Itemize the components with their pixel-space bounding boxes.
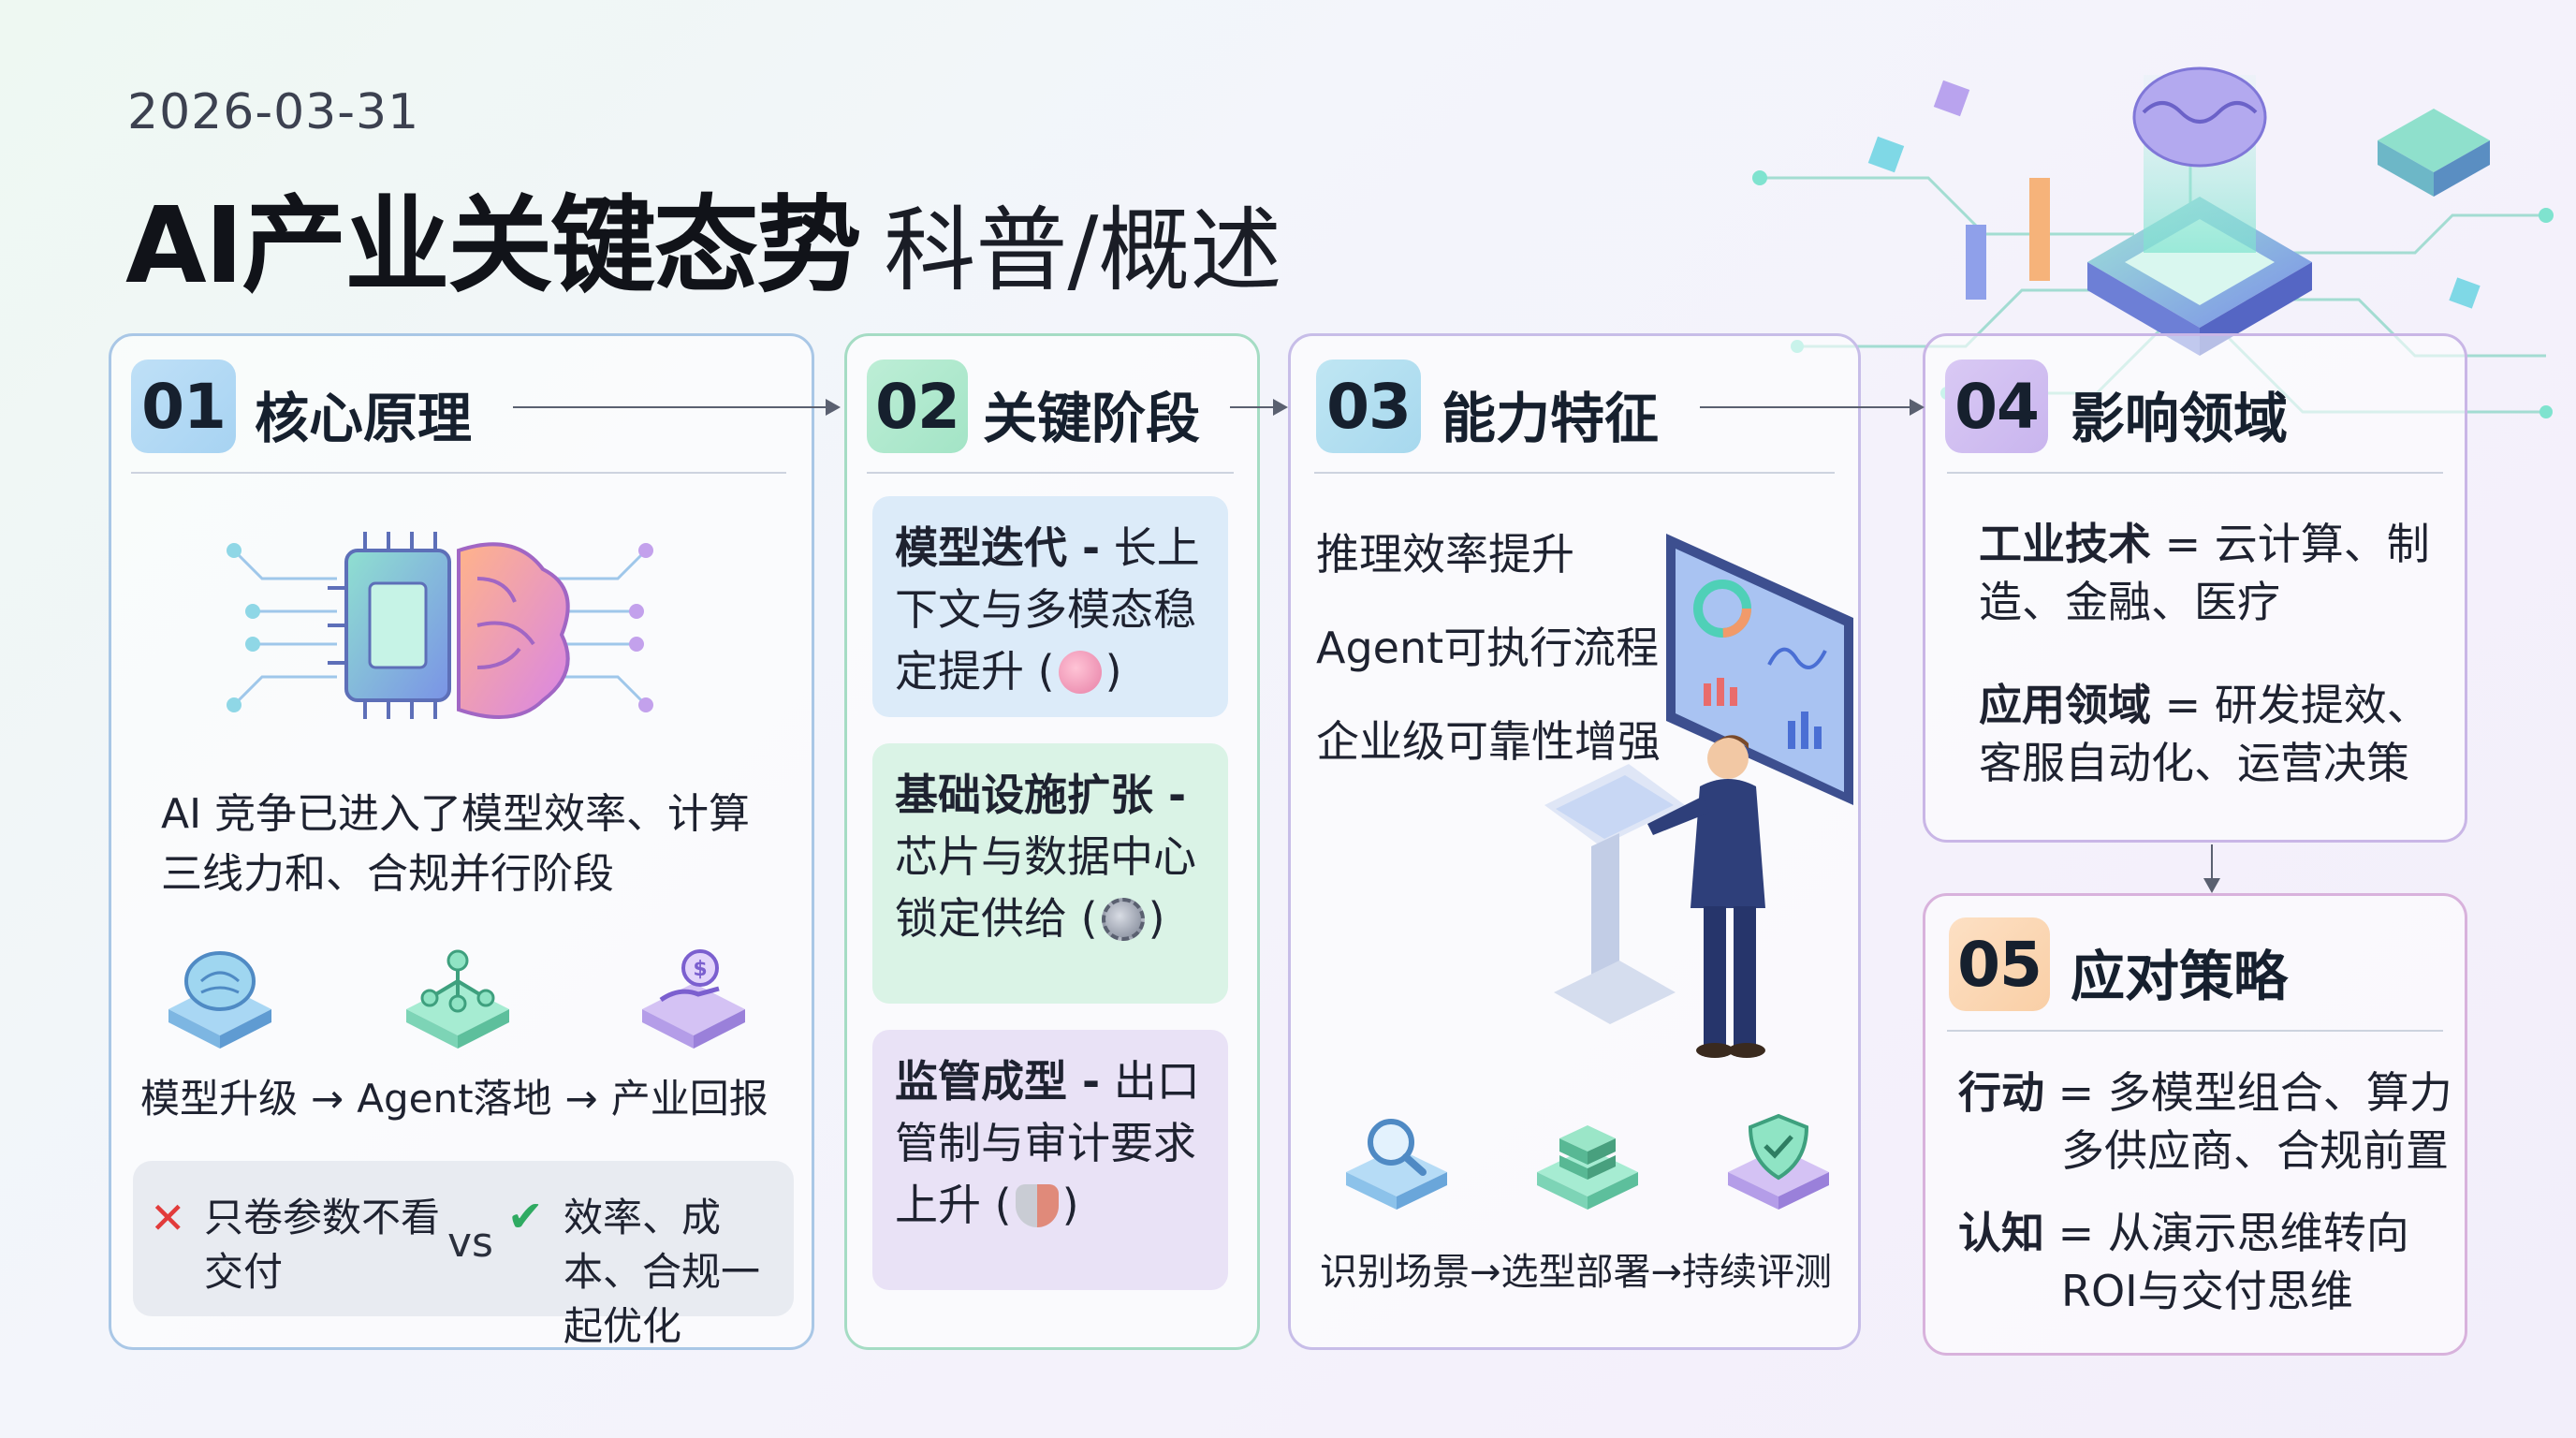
- divider: [131, 472, 786, 474]
- impact-line-industry: 工业技术 = 云计算、制造、金融、医疗: [1979, 515, 2456, 631]
- magnifier-icon: [1346, 1119, 1447, 1210]
- flow-step-model-upgrade: 模型升级: [140, 1076, 299, 1122]
- divider: [1947, 1030, 2443, 1032]
- connector-arrow: [1230, 406, 1277, 408]
- page-title: AI产业关键态势科普/概述: [125, 161, 1281, 313]
- date-label: 2026-03-31: [127, 84, 420, 140]
- shield-icon: [1015, 1184, 1059, 1227]
- capability-item: 企业级可靠性增强: [1316, 716, 1661, 767]
- gear-icon: [1101, 898, 1145, 941]
- equals-sign: =: [2044, 1067, 2108, 1118]
- paren: ): [1148, 893, 1165, 944]
- equals-sign: =: [2044, 1208, 2108, 1258]
- impact-label: 工业技术: [1979, 519, 2151, 569]
- paren: ): [1061, 1180, 1079, 1230]
- flow-step-return: 产业回报: [610, 1076, 768, 1122]
- divider: [867, 472, 1234, 474]
- core-flow: 模型升级 → Agent落地 → 产业回报: [140, 1067, 768, 1124]
- arrow-head-icon: [1273, 399, 1288, 416]
- chip-brain-icon: [227, 532, 653, 719]
- shield-check-icon: [1728, 1113, 1829, 1210]
- arrow-head-icon: [826, 399, 841, 416]
- capability-item: 推理效率提升: [1316, 529, 1574, 580]
- strategy-value-cont: ROI与交付思维: [2061, 1266, 2353, 1316]
- flow-arrow: →: [564, 1076, 598, 1122]
- section-number-03: 03: [1316, 360, 1421, 453]
- section-title-03: 能力特征: [1442, 387, 1660, 450]
- section-title-04: 影响领域: [2071, 387, 2289, 450]
- title-main: AI产业关键态势: [125, 185, 861, 307]
- strategy-line-action: 行动 = 多模型组合、算力: [1958, 1064, 2452, 1122]
- paren: ): [1105, 646, 1122, 697]
- capability-item: Agent可执行流程: [1316, 623, 1660, 673]
- paren: (: [994, 1180, 1012, 1230]
- section-number-01: 01: [131, 360, 236, 453]
- section-number-04: 04: [1945, 360, 2048, 453]
- connector-arrow: [1700, 406, 1913, 408]
- divider: [1314, 472, 1835, 474]
- cross-icon: ✕: [150, 1193, 186, 1243]
- equals-sign: =: [2151, 680, 2215, 730]
- stage-card-regulation: 监管成型 - 出口管制与审计要求上升 (): [872, 1030, 1228, 1290]
- dashboard-icon: [1666, 534, 1853, 805]
- brain-icon: [168, 951, 271, 1049]
- brain-icon: [1058, 651, 1102, 694]
- title-subtitle: 科普/概述: [884, 198, 1282, 304]
- server-stack-icon: [1537, 1125, 1638, 1210]
- stage-card-head: 监管成型 -: [895, 1056, 1101, 1107]
- stage-card-body: 芯片与数据中心锁定供给: [895, 831, 1196, 944]
- capability-flow: 识别场景→选型部署→持续评测: [1320, 1251, 1833, 1294]
- stage-card-body: 长上下文与多模态稳定提升: [895, 522, 1200, 697]
- stage-card-model: 模型迭代 - 长上下文与多模态稳定提升 (): [872, 496, 1228, 717]
- section-title-05: 应对策略: [2071, 945, 2289, 1008]
- impact-label: 应用领域: [1979, 680, 2151, 730]
- paren: (: [1080, 893, 1098, 944]
- strategy-label: 认知: [1958, 1208, 2044, 1258]
- stage-card-head: 基础设施扩张 -: [895, 770, 1187, 820]
- svg-text:$: $: [693, 958, 707, 981]
- check-icon: ✔: [507, 1191, 544, 1241]
- equals-sign: =: [2151, 519, 2215, 569]
- section-title-01: 核心原理: [255, 387, 473, 450]
- strategy-line-cognition: 认知 = 从演示思维转向: [1958, 1204, 2409, 1262]
- strategy-value: 从演示思维转向: [2107, 1208, 2409, 1258]
- impact-line-application: 应用领域 = 研发提效、客服自动化、运营决策: [1979, 676, 2456, 792]
- connector-arrow: [513, 406, 831, 408]
- agent-network-icon: [406, 949, 509, 1049]
- core-principle-description: AI 竞争已进入了模型效率、计算三线力和、合规并行阶段: [161, 790, 751, 898]
- good-practice-text: 效率、成本、合规一起优化: [564, 1195, 761, 1349]
- impact-value: 研发提效、客服自动化、运营决策: [1979, 680, 2430, 788]
- section-title-02: 关键阶段: [983, 387, 1201, 450]
- flow-arrow: →: [311, 1076, 344, 1122]
- businessman-icon: [1544, 534, 1853, 1058]
- stage-card-infra: 基础设施扩张 - 芯片与数据中心锁定供给 (): [872, 743, 1228, 1004]
- stage-card-head: 模型迭代 -: [895, 522, 1101, 573]
- section-number-02: 02: [867, 360, 968, 453]
- impact-value: 云计算、制造、金融、医疗: [1979, 519, 2430, 627]
- vs-label: vs: [447, 1219, 493, 1267]
- strategy-value: 多模型组合、算力: [2107, 1067, 2452, 1118]
- comparison-box: [133, 1161, 794, 1316]
- arrow-head-icon: [1910, 399, 1925, 416]
- strategy-value-cont: 多供应商、合规前置: [2061, 1125, 2449, 1176]
- connector-arrow: [2211, 844, 2213, 882]
- strategy-label: 行动: [1958, 1067, 2044, 1118]
- arrow-head-icon: [2203, 878, 2220, 893]
- section-number-05: 05: [1949, 917, 2050, 1011]
- money-hand-icon: $: [642, 949, 745, 1049]
- bad-practice-text: 只卷参数不看交付: [204, 1195, 441, 1295]
- flow-step-agent: Agent落地: [357, 1076, 552, 1122]
- divider: [1947, 472, 2443, 474]
- paren: (: [1037, 646, 1055, 697]
- stage-card-body: 出口管制与审计要求上升: [895, 1056, 1200, 1230]
